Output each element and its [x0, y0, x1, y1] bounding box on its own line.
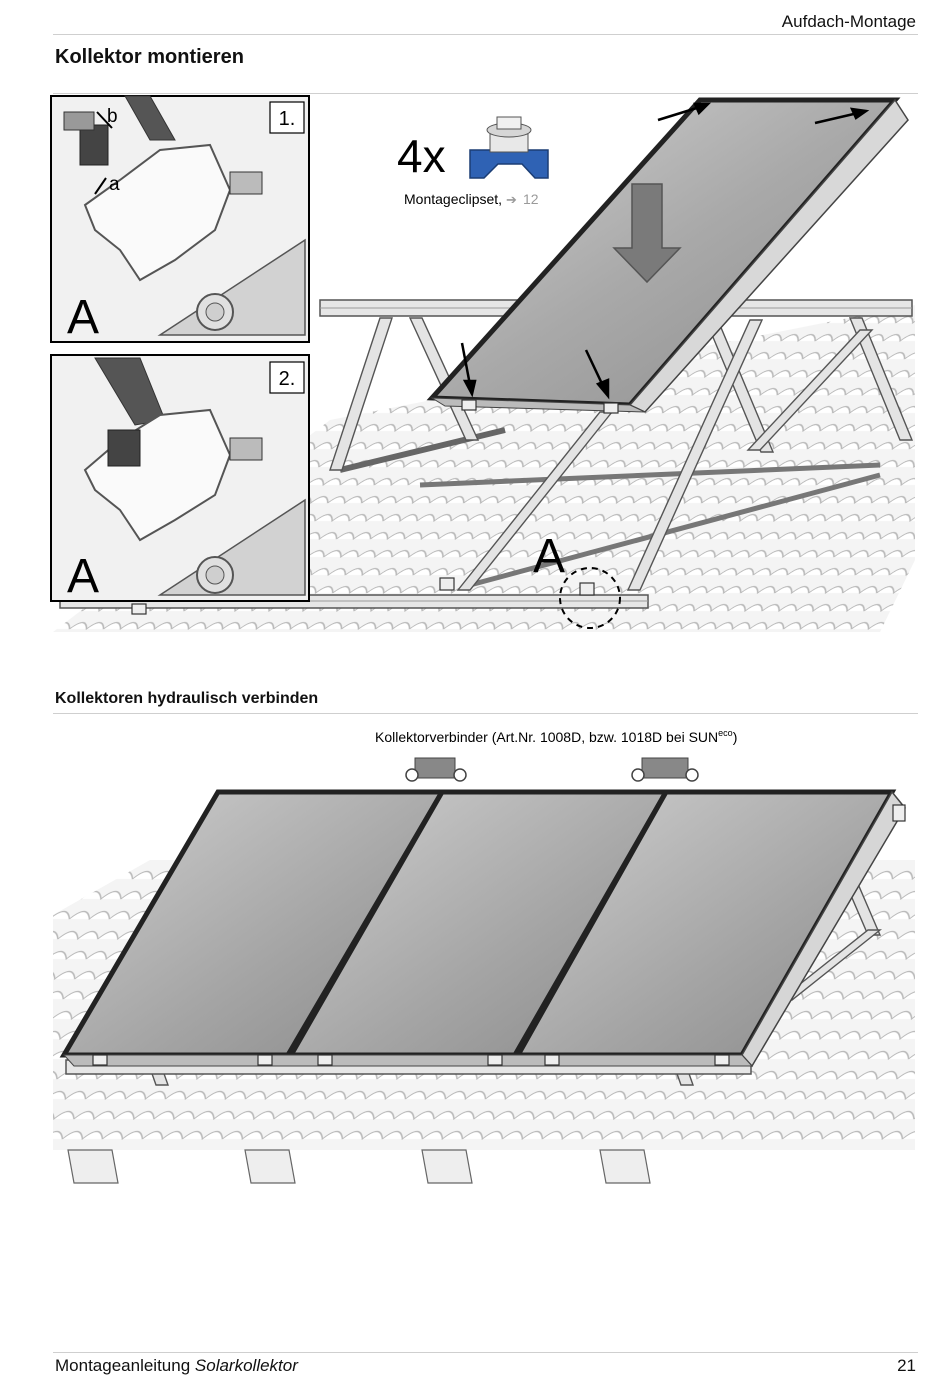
panel-clips-2	[92, 804, 906, 1066]
footer-title: Montageanleitung Solarkollektor	[55, 1356, 298, 1376]
header-rule	[53, 34, 918, 35]
connector-label-close: )	[733, 729, 738, 745]
page-number: 21	[897, 1356, 916, 1375]
footer-manual: Montageanleitung	[55, 1356, 191, 1375]
section-rule-2	[53, 713, 918, 714]
down-arrow-icon	[612, 183, 682, 284]
rafters	[67, 1149, 651, 1184]
section-title-montieren: Kollektor montieren	[55, 46, 244, 68]
section-title-hydraulisch: Kollektoren hydraulisch verbinden	[55, 690, 319, 707]
panel-clips	[131, 399, 619, 615]
connector-label: Kollektorverbinder (Art.Nr. 1008D, bzw. …	[375, 728, 737, 745]
solar-collector-array	[59, 789, 906, 1068]
section-rule	[53, 93, 918, 94]
pointer-arrows	[460, 102, 870, 400]
footer-rule	[53, 1352, 918, 1353]
collector-connector-icon	[405, 757, 699, 782]
support-struts	[329, 317, 914, 591]
footer-product: Solarkollektor	[194, 1356, 298, 1375]
running-header: Aufdach-Montage	[781, 12, 916, 31]
connector-label-sup: eco	[718, 728, 733, 738]
detail-circle	[559, 567, 621, 629]
mounting-clip-icon	[469, 116, 549, 179]
